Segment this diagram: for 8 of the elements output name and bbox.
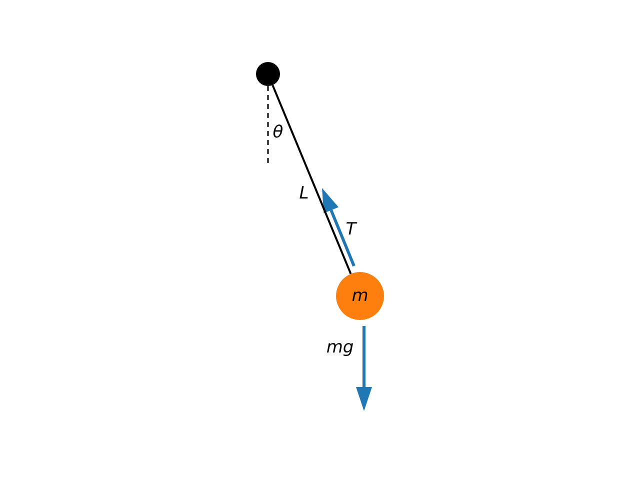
edge-label: L (299, 186, 309, 202)
pendulum-bob (336, 272, 384, 320)
mass-label: m (352, 288, 368, 304)
force-label: T (346, 222, 356, 238)
pendulum-rod (272, 84, 352, 274)
angle-label: θ (272, 124, 284, 142)
force-label: mg (326, 340, 354, 356)
pivot-point (256, 62, 280, 86)
